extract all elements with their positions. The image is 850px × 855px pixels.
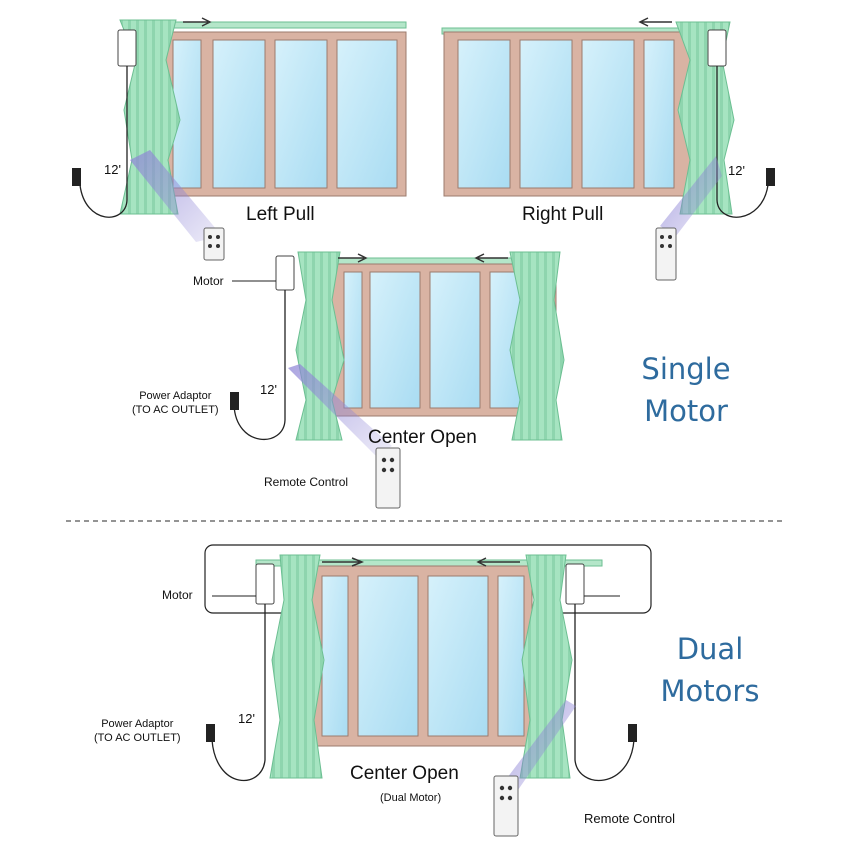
dual-motors-heading: Dual Motors xyxy=(640,628,780,712)
right-pull-cord-length: 12' xyxy=(728,163,745,178)
single-adaptor-line2: (TO AC OUTLET) xyxy=(132,404,219,416)
single-motor-heading: Single Motor xyxy=(616,348,756,432)
single-center-title: Center Open xyxy=(368,427,477,448)
single-remote-label: Remote Control xyxy=(264,475,349,489)
single-heading-line1: Single xyxy=(641,352,731,386)
dual-remote-label: Remote Control xyxy=(584,811,676,826)
left-pull-cord-length: 12' xyxy=(104,162,121,177)
single-motor-label: Motor xyxy=(193,274,224,288)
dual-cord-length: 12' xyxy=(238,711,255,726)
dual-heading-line1: Dual xyxy=(676,632,744,666)
single-power-adaptor-label: Power Adaptor (TO AC OUTLET) xyxy=(132,389,219,417)
dual-adaptor-line2: (TO AC OUTLET) xyxy=(94,732,181,744)
single-heading-line2: Motor xyxy=(644,394,728,428)
right-pull-window xyxy=(441,17,775,281)
dual-center-title: Center Open xyxy=(350,763,459,784)
dual-center-subtitle: (Dual Motor) xyxy=(380,792,442,804)
single-center-window xyxy=(230,251,565,509)
dual-center-window xyxy=(204,544,652,837)
left-pull-window xyxy=(72,17,407,261)
right-pull-title: Right Pull xyxy=(522,204,604,225)
dual-motor-label: Motor xyxy=(162,588,193,602)
dual-adaptor-line1: Power Adaptor xyxy=(101,718,174,730)
dual-power-adaptor-label: Power Adaptor (TO AC OUTLET) xyxy=(94,717,181,745)
left-pull-title: Left Pull xyxy=(246,204,315,225)
single-cord-length: 12' xyxy=(260,382,277,397)
dual-heading-line2: Motors xyxy=(660,674,760,708)
single-adaptor-line1: Power Adaptor xyxy=(139,390,212,402)
